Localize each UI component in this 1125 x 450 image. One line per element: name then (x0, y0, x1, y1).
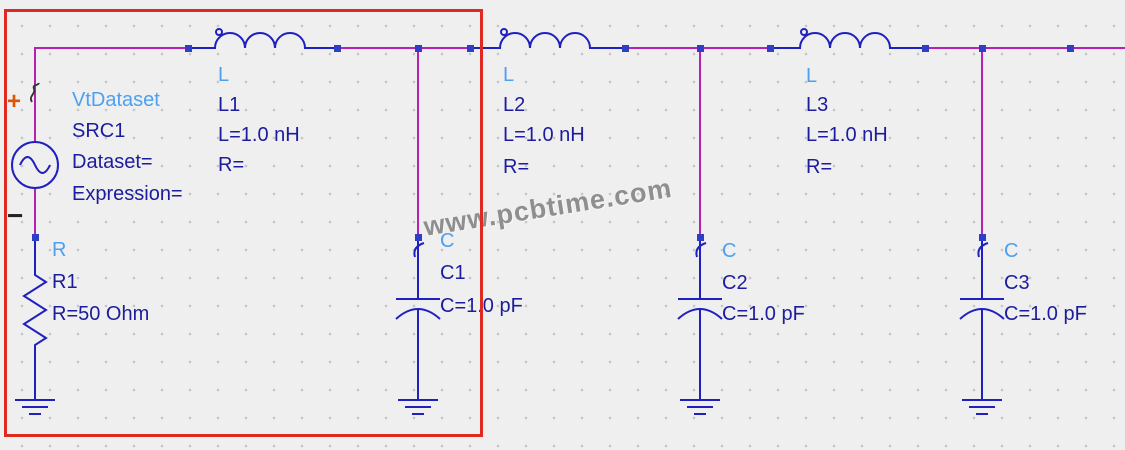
resistor-symbol[interactable] (15, 237, 55, 395)
capacitor3-type-label[interactable]: C (1004, 240, 1019, 262)
source-expression-label[interactable]: Expression= (72, 183, 183, 205)
capacitor2-value-label[interactable]: C=1.0 pF (722, 303, 805, 325)
junction-node (334, 45, 341, 52)
resistor-name-label[interactable]: R1 (52, 271, 78, 293)
junction-node (622, 45, 629, 52)
wire-top-1[interactable] (34, 47, 190, 49)
vsource-symbol[interactable] (10, 140, 60, 190)
inductor3-value-label[interactable]: L=1.0 nH (806, 124, 888, 146)
capacitor-symbol-c3[interactable] (952, 237, 1012, 397)
inductor1-r-label[interactable]: R= (218, 154, 245, 176)
capacitor-symbol-c2[interactable] (670, 237, 730, 397)
ground-symbol[interactable] (396, 393, 440, 423)
capacitor3-value-label[interactable]: C=1.0 pF (1004, 303, 1087, 325)
polarity-minus-label: − (7, 200, 24, 231)
inductor2-type-label[interactable]: L (503, 64, 515, 86)
selection-rectangle (4, 9, 483, 437)
ground-symbol[interactable] (960, 393, 1004, 423)
resistor-value-label[interactable]: R=50 Ohm (52, 303, 150, 325)
waveform-squiggle-icon (30, 82, 40, 103)
wire-cap1[interactable] (417, 47, 419, 240)
capacitor1-type-label[interactable]: C (440, 230, 455, 252)
source-name-label[interactable]: SRC1 (72, 120, 126, 142)
resistor-type-label[interactable]: R (52, 239, 67, 261)
wire-source-top[interactable] (34, 47, 36, 143)
capacitor3-name-label[interactable]: C3 (1004, 272, 1030, 294)
inductor3-name-label[interactable]: L3 (806, 94, 829, 116)
inductor-symbol-l1[interactable] (185, 26, 340, 70)
junction-node (697, 234, 704, 241)
wire-source-bottom[interactable] (34, 187, 36, 239)
inductor-symbol-l3[interactable] (770, 26, 925, 70)
capacitor2-name-label[interactable]: C2 (722, 272, 748, 294)
junction-node (415, 234, 422, 241)
inductor3-type-label[interactable]: L (806, 65, 818, 87)
wire-cap2[interactable] (699, 47, 701, 240)
junction-node (185, 45, 192, 52)
junction-node (32, 234, 39, 241)
junction-node (922, 45, 929, 52)
junction-node (697, 45, 704, 52)
junction-node (979, 45, 986, 52)
inductor2-value-label[interactable]: L=1.0 nH (503, 124, 585, 146)
inductor1-type-label[interactable]: L (218, 64, 230, 86)
source-type-label[interactable]: VtDataset (72, 89, 160, 111)
inductor3-r-label[interactable]: R= (806, 156, 833, 178)
wire-top-2[interactable] (337, 47, 473, 49)
junction-node (767, 45, 774, 52)
ground-symbol[interactable] (678, 393, 722, 423)
inductor1-value-label[interactable]: L=1.0 nH (218, 124, 300, 146)
capacitor1-name-label[interactable]: C1 (440, 262, 466, 284)
inductor-symbol-l2[interactable] (470, 26, 625, 70)
source-dataset-label[interactable]: Dataset= (72, 151, 153, 173)
ground-symbol[interactable] (13, 393, 57, 423)
wire-top-4[interactable] (923, 47, 1125, 49)
inductor2-r-label[interactable]: R= (503, 156, 530, 178)
wire-cap3[interactable] (981, 47, 983, 240)
polarity-plus-label: + (7, 88, 22, 115)
inductor1-name-label[interactable]: L1 (218, 94, 241, 116)
junction-node (1067, 45, 1074, 52)
junction-node (467, 45, 474, 52)
capacitor-symbol-c1[interactable] (388, 237, 448, 397)
junction-node (979, 234, 986, 241)
capacitor2-type-label[interactable]: C (722, 240, 737, 262)
junction-node (415, 45, 422, 52)
inductor2-name-label[interactable]: L2 (503, 94, 526, 116)
